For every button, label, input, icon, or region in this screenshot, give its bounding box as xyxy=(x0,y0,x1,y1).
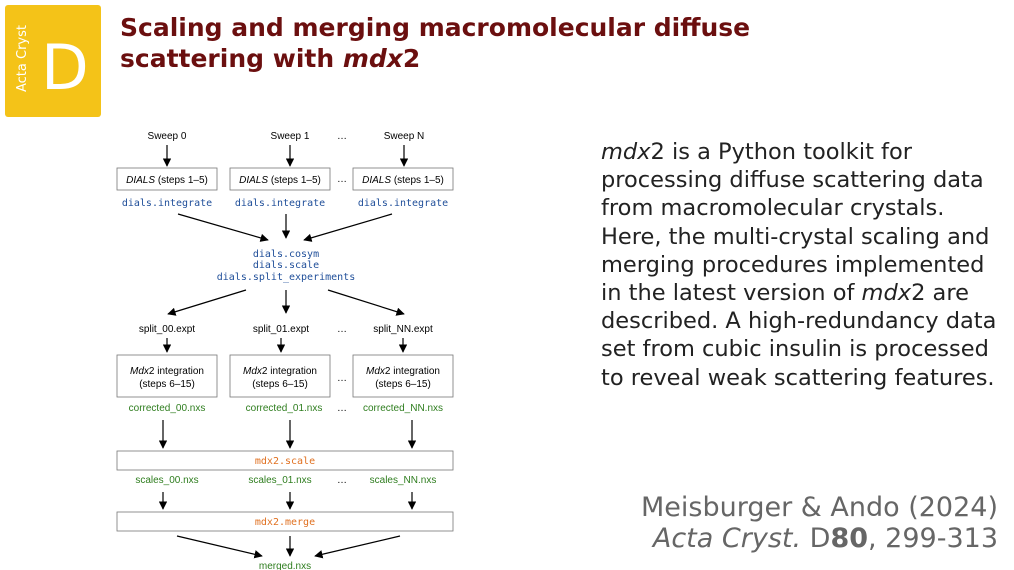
mdx-box-0 xyxy=(116,354,218,398)
mdx-box-0-line1: Mdx2 integration xyxy=(130,366,204,377)
arrow-diverge-left xyxy=(167,289,247,316)
merged-file: merged.nxs xyxy=(259,561,311,570)
sweep-0-label: Sweep 0 xyxy=(148,131,187,142)
mdx-scale-cmd: mdx2.scale xyxy=(255,456,315,467)
sweep-n-label: Sweep N xyxy=(384,131,425,142)
split-experiments-cmd: dials.split_experiments xyxy=(217,272,355,283)
ellipsis-scales: … xyxy=(337,475,347,486)
scales-file-nn: scales_NN.nxs xyxy=(370,475,437,486)
arrow-merge-left xyxy=(176,535,263,559)
mdx-box-1-line1: Mdx2 integration xyxy=(243,366,317,377)
merge-bar xyxy=(116,511,454,532)
citation-section: D xyxy=(801,523,831,554)
citation-journal: Acta Cryst. xyxy=(652,523,802,554)
integrate-cmd-0: dials.integrate xyxy=(122,198,212,209)
scales-file-01: scales_01.nxs xyxy=(248,475,311,486)
title-line2-italic: mdx xyxy=(342,44,403,73)
mdx-box-n xyxy=(352,354,454,398)
logo-letter: D xyxy=(41,31,89,104)
scale-cmd: dials.scale xyxy=(253,260,319,271)
abstract-italic-2: mdx xyxy=(861,280,912,307)
dials-box-0-label: DIALS (steps 1–5) xyxy=(126,175,208,186)
mdx-box-0-line2: (steps 6–15) xyxy=(139,379,195,390)
page-title: Scaling and merging macromolecular diffu… xyxy=(120,12,880,74)
citation-pages: , 299-313 xyxy=(868,523,998,554)
title-line-1: Scaling and merging macromolecular diffu… xyxy=(120,13,751,42)
abstract-part-2: 2 are described. A high-redundancy data … xyxy=(601,280,997,391)
ellipsis-corrected: … xyxy=(337,403,347,414)
split-file-01: split_01.expt xyxy=(253,324,309,335)
ellipsis-dials: … xyxy=(337,174,347,185)
ellipsis-sweeps: … xyxy=(337,131,347,142)
abstract-part-1: 2 is a Python toolkit for processing dif… xyxy=(601,139,990,307)
scale-bar xyxy=(116,450,454,471)
mdx-box-n-line2: (steps 6–15) xyxy=(375,379,431,390)
citation-journal-line: Acta Cryst. D80, 299-313 xyxy=(641,523,998,554)
ellipsis-split: … xyxy=(337,324,347,335)
title-line2-prefix: scattering with xyxy=(120,44,343,73)
scales-file-00: scales_00.nxs xyxy=(135,475,198,486)
split-file-nn: split_NN.expt xyxy=(373,324,433,335)
title-line2-suffix: 2 xyxy=(402,44,421,73)
ellipsis-mdx: … xyxy=(337,373,347,384)
cosym-cmd: dials.cosym xyxy=(253,249,319,260)
dials-box-0 xyxy=(116,167,218,191)
mdx-box-n-line1: Mdx2 integration xyxy=(366,366,440,377)
mdx-box-1 xyxy=(229,354,331,398)
corrected-file-00: corrected_00.nxs xyxy=(129,403,206,414)
arrow-merge-right xyxy=(314,535,401,559)
integrate-cmd-1: dials.integrate xyxy=(235,198,325,209)
citation-authors: Meisburger & Ando (2024) xyxy=(640,492,998,523)
citation: Meisburger & Ando (2024) Acta Cryst. D80… xyxy=(641,492,998,554)
arrow-diverge-right xyxy=(327,289,405,316)
split-file-00: split_00.expt xyxy=(139,324,195,335)
abstract-text: mdx2 is a Python toolkit for processing … xyxy=(601,138,1001,392)
corrected-file-nn: corrected_NN.nxs xyxy=(363,403,443,414)
mdx-merge-cmd: mdx2.merge xyxy=(255,517,315,528)
title-line-2: scattering with mdx2 xyxy=(120,43,880,74)
arrow-converge-right xyxy=(303,213,393,242)
dials-box-n xyxy=(352,167,454,191)
dials-box-1-label: DIALS (steps 1–5) xyxy=(239,175,321,186)
citation-volume: 80 xyxy=(830,523,869,554)
abstract-italic-1: mdx xyxy=(601,139,651,165)
sweep-1-label: Sweep 1 xyxy=(271,131,310,142)
mdx-box-1-line2: (steps 6–15) xyxy=(252,379,308,390)
dials-box-n-label: DIALS (steps 1–5) xyxy=(362,175,444,186)
integrate-cmd-n: dials.integrate xyxy=(358,198,448,209)
arrow-converge-left xyxy=(177,213,269,242)
dials-box-1 xyxy=(229,167,331,191)
corrected-file-01: corrected_01.nxs xyxy=(246,403,323,414)
acta-cryst-d-logo: Acta Cryst D xyxy=(5,5,101,117)
